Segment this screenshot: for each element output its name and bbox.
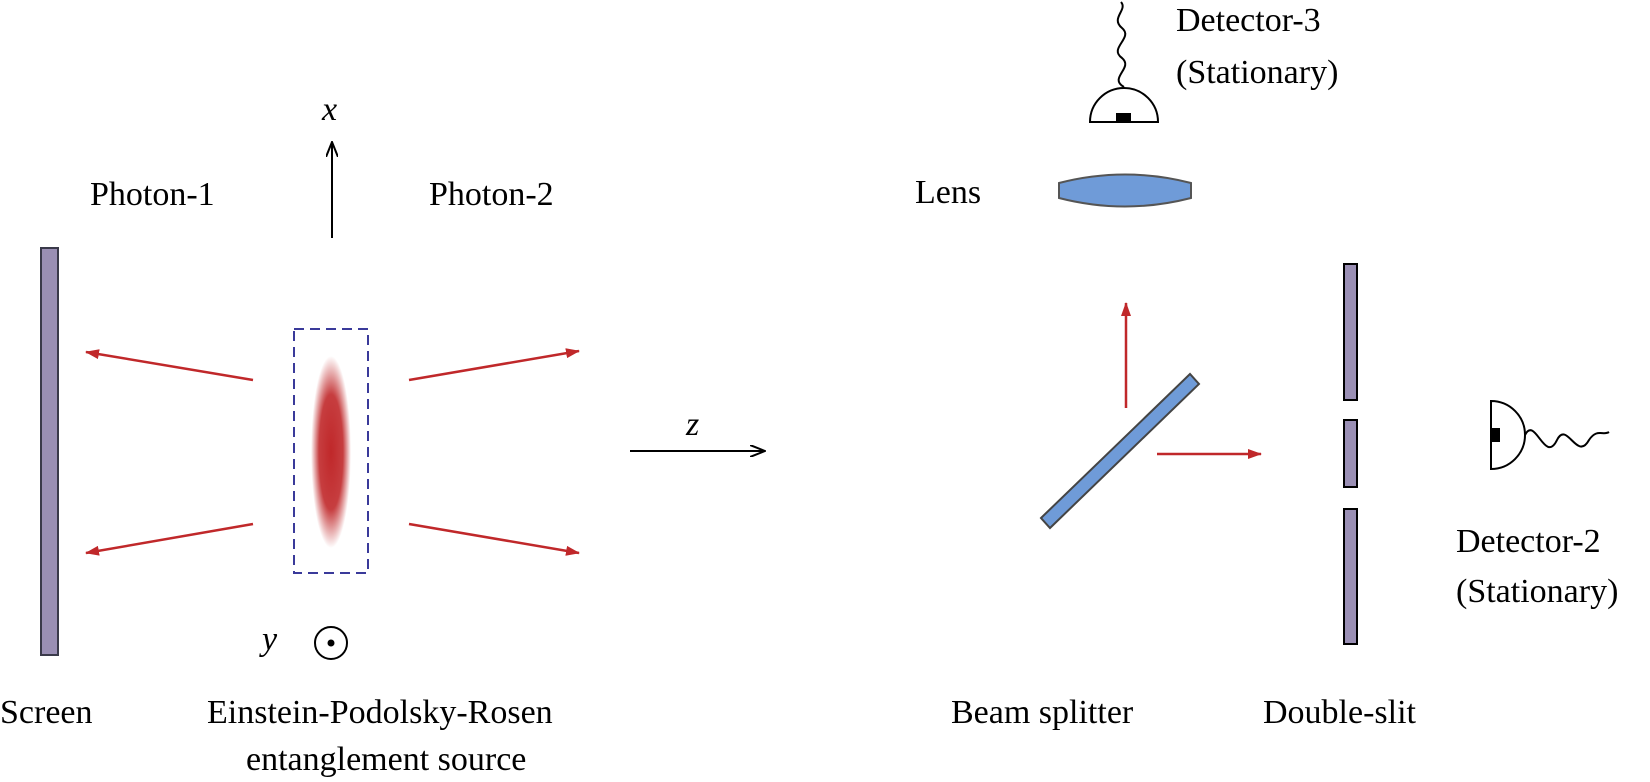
photon-2-label: Photon-2	[429, 176, 554, 213]
detector-2-wire	[1524, 429, 1610, 449]
source-dashed-box	[293, 328, 369, 574]
y-axis-out-of-page-icon	[314, 626, 348, 660]
beam-upper-left	[85, 349, 254, 382]
source-label-line1: Einstein-Podolsky-Rosen	[207, 694, 553, 731]
beam-splitter-plate	[1039, 372, 1201, 530]
detector-2-label-line1: Detector-2	[1456, 523, 1601, 560]
x-axis-label: x	[321, 91, 337, 128]
screen-plate	[40, 247, 59, 656]
source-label-line2: entanglement source	[246, 741, 526, 778]
source-crystal	[311, 356, 351, 548]
detector-3-sensor	[1116, 113, 1131, 122]
screen-label: Screen	[0, 694, 93, 731]
detector-2-label-line2: (Stationary)	[1456, 573, 1618, 610]
photon-1-label: Photon-1	[90, 176, 215, 213]
beam-splitter-label: Beam splitter	[951, 694, 1134, 731]
lens-label: Lens	[915, 174, 981, 211]
z-axis-label: z	[685, 406, 699, 443]
beam-lower-right	[408, 522, 580, 556]
y-axis-label: y	[259, 621, 278, 658]
double-slit-bottom-plate	[1343, 508, 1358, 645]
lens-icon	[1058, 173, 1192, 208]
double-slit-middle-plate	[1343, 419, 1358, 488]
detector-3-wire	[1116, 1, 1127, 88]
detector-2-sensor	[1491, 428, 1500, 442]
beam-lower-left	[85, 522, 254, 556]
beam-upper-right	[408, 348, 580, 382]
double-slit-label: Double-slit	[1263, 694, 1417, 731]
detector-3-icon	[1088, 87, 1160, 123]
detector-3-label-line2: (Stationary)	[1176, 54, 1338, 91]
detector-3-label-line1: Detector-3	[1176, 2, 1321, 39]
double-slit-top-plate	[1343, 263, 1358, 401]
detector-2-icon	[1490, 399, 1526, 471]
y-axis-dot	[327, 639, 335, 647]
